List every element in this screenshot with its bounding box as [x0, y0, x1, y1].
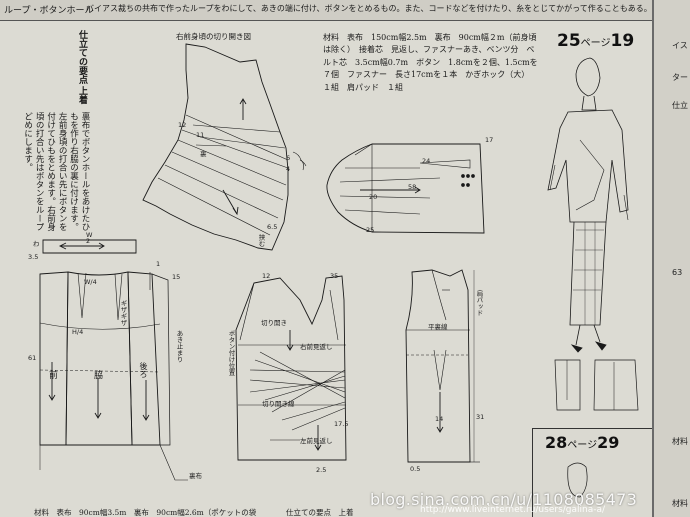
skirt-side-piece — [65, 271, 133, 446]
label-6: 6 — [286, 154, 291, 162]
adjacent-page-edge: イス ター 仕立 63 材料 材料 — [652, 0, 690, 517]
rp-mid3: 材料 — [672, 437, 688, 446]
instructions-heading: 仕立ての要点 — [77, 30, 87, 84]
watermark-blog: blog.sina.com.cn/u/1108085473 — [370, 490, 638, 509]
label-25b: 2.5 — [316, 466, 327, 474]
header-bar: ループ・ボタンホール バイアス裁ちの共布で作ったループをわにして、あきの端に付け… — [0, 0, 652, 21]
sleeve-piece — [326, 143, 485, 234]
rp-mid2: 63 — [672, 268, 683, 277]
rp-mid1: 仕立 — [672, 101, 688, 110]
label-w: W — [86, 231, 93, 239]
label-ura: 裏 — [200, 150, 207, 158]
label-h4: H/4 — [72, 328, 84, 336]
label-botan: ボタン付け位置 — [227, 330, 235, 376]
label-hanmi2: 左前見返し — [300, 437, 333, 445]
label-waku: わ — [33, 240, 40, 248]
label-waki: 脇 — [94, 371, 104, 381]
figure-title: 右前身頃の切り開き図 — [176, 32, 251, 41]
label-58: 58 — [408, 183, 417, 191]
fashion-illustration — [547, 57, 639, 498]
pattern-drawing — [39, 43, 639, 498]
materials-text: 材料 表布 150cm幅2.5m 裏布 90cm幅２m（前身頃は除く） 接着芯 … — [323, 33, 538, 92]
label-35: 3.5 — [28, 253, 39, 261]
label-kiri2: 切り開き線 — [262, 400, 295, 408]
label-35b: 35 — [330, 272, 339, 280]
label-w4: W/4 — [84, 278, 97, 286]
section-28-box — [532, 428, 653, 517]
label-12: 12 — [178, 121, 187, 129]
rp-mid4: 材料 — [672, 499, 688, 508]
rp-top1: イス — [672, 41, 688, 50]
label-kiri: 切り開き — [261, 319, 287, 327]
label-kata: 肩パッド — [475, 290, 483, 316]
header-title: ループ・ボタンホール — [4, 6, 94, 16]
label-1: 1 — [156, 260, 161, 268]
label-11: 11 — [196, 131, 205, 139]
instructions-subheading: 上着 — [77, 86, 87, 104]
bottom-left-text: 材料 表布 90cm幅3.5m 裏布 90cm幅2.6m（ポケットの袋 — [34, 508, 257, 517]
label-20: 20 — [369, 193, 378, 201]
label-4: 4 — [286, 165, 291, 173]
rp-top2: ター — [672, 73, 688, 82]
label-12b: 12 — [262, 272, 271, 280]
label-05: 0.5 — [410, 465, 421, 473]
bottom-right-text: 仕立ての要点 上着 — [286, 508, 354, 517]
label-hiraura: 平裏線 — [428, 323, 448, 331]
label-17: 17 — [485, 136, 494, 144]
page-ref-28: 28ページ29 — [545, 433, 620, 452]
page-ref-25: 25ページ19 — [557, 31, 635, 51]
label-24: 24 — [422, 157, 431, 165]
label-25: 25 — [366, 226, 375, 234]
belt-piece — [42, 239, 137, 254]
skirt-front-piece — [39, 271, 69, 446]
jacket-back-piece — [405, 269, 471, 463]
skirt-back-piece — [127, 271, 161, 446]
label-uraaate: 裏布 — [189, 472, 202, 480]
label-w2: 2 — [86, 237, 91, 245]
instructions-body: 裏布でボタンホールをあけたひもを作り右脇の裏に付けます。左前身頃の打合い先にボタ… — [22, 112, 90, 231]
watermark-liveinternet: http://www.liveinternet.ru/users/galina-… — [420, 505, 606, 515]
label-15: 15 — [172, 273, 181, 281]
label-mae: 前 — [49, 371, 59, 381]
label-hanmi: 右前見返し — [300, 343, 333, 351]
label-ushiro: 後ろ — [139, 362, 148, 378]
label-ato-mawari: あき止まり — [175, 330, 183, 363]
jacket-front-piece — [235, 275, 347, 461]
label-65: 6.5 — [267, 223, 278, 231]
label-175: 17.5 — [334, 420, 349, 428]
right-front-cutopen-piece — [142, 43, 289, 251]
pattern-paper: ループ・ボタンホール バイアス裁ちの共布で作ったループをわにして、あきの端に付け… — [0, 0, 653, 517]
label-hasami: 挟む — [257, 234, 265, 247]
header-text: バイアス裁ちの共布で作ったループをわにして、あきの端に付け、ボタンをとめるもの。… — [86, 4, 652, 13]
label-61: 61 — [28, 354, 37, 362]
label-gizagiza: ギザギザ — [119, 300, 127, 326]
label-14: 14 — [435, 415, 444, 423]
label-31: 31 — [476, 413, 485, 421]
